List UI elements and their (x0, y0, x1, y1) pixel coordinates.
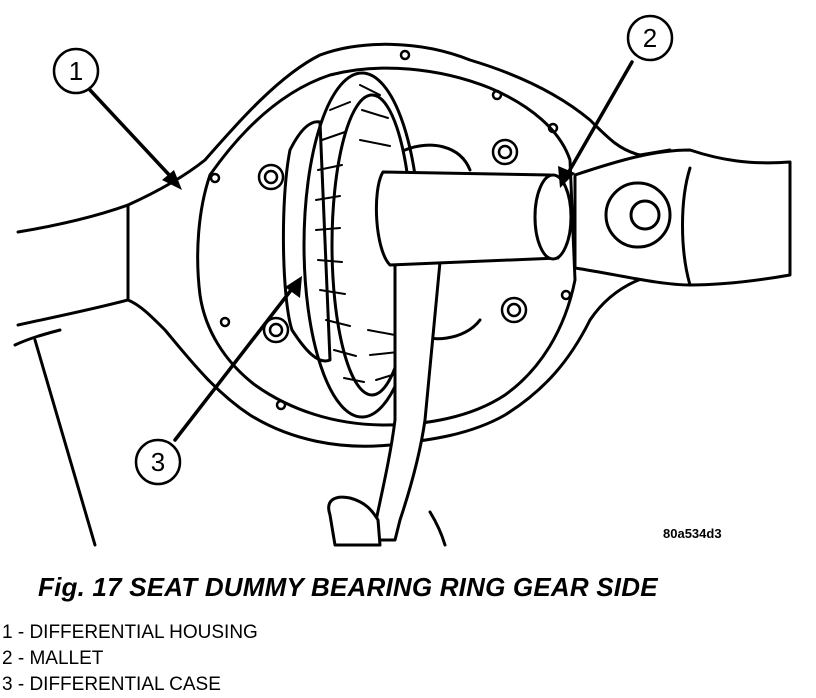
leader-3 (173, 283, 297, 442)
legend-item: 2 - MALLET (2, 648, 104, 669)
differential-case (281, 120, 332, 363)
leader-1 (88, 88, 174, 180)
callout-1: 1 (69, 56, 83, 86)
housing-bolts (209, 49, 572, 411)
legend: 1 - DIFFERENTIAL HOUSING 2 - MALLET 3 - … (2, 620, 258, 698)
differential-illustration: 1 2 3 (13, 14, 792, 547)
left-axle-lower-line (33, 338, 97, 547)
callout-circle-2 (626, 14, 674, 62)
leader-2 (565, 60, 634, 177)
housing-inner-rim (196, 66, 577, 427)
figure-caption: Fig. 17 SEAT DUMMY BEARING RING GEAR SID… (38, 572, 658, 602)
callout-3: 3 (151, 447, 165, 477)
legend-item: 1 - DIFFERENTIAL HOUSING (2, 622, 258, 643)
leader-lines (88, 60, 634, 442)
figure-reference-code: 80a534d3 (663, 526, 722, 541)
callout-circle-1 (52, 47, 100, 95)
callout-circle-3 (134, 438, 182, 486)
hand (327, 495, 382, 547)
callout-2: 2 (643, 23, 657, 53)
ring-gear-teeth (315, 84, 403, 383)
pinion-flange (604, 181, 672, 249)
left-axle-tube (16, 203, 130, 327)
legend-item: 3 - DIFFERENTIAL CASE (2, 674, 221, 695)
